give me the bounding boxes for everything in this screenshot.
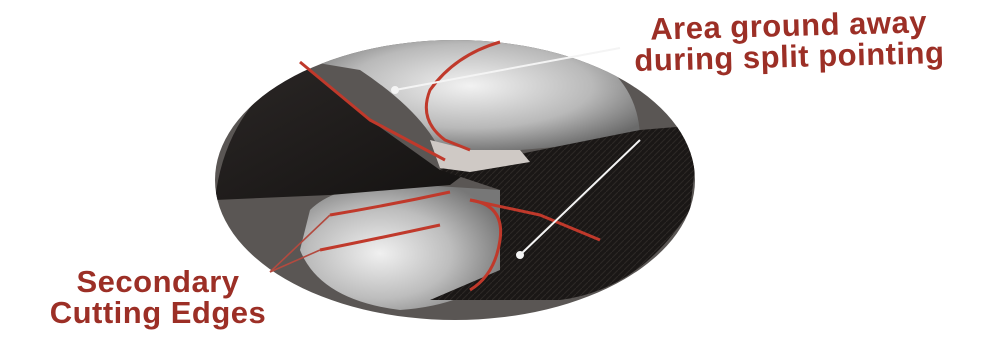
label-bottom-line-2: Cutting Edges [8,297,308,328]
label-bottom-line-1: Secondary [8,266,308,297]
label-secondary-cutting-edges: Secondary Cutting Edges [8,266,308,328]
label-area-ground-away: Area ground away during split pointing [593,5,984,77]
leader-top-lower-dot [517,252,523,258]
leader-top-upper-dot [392,87,398,93]
